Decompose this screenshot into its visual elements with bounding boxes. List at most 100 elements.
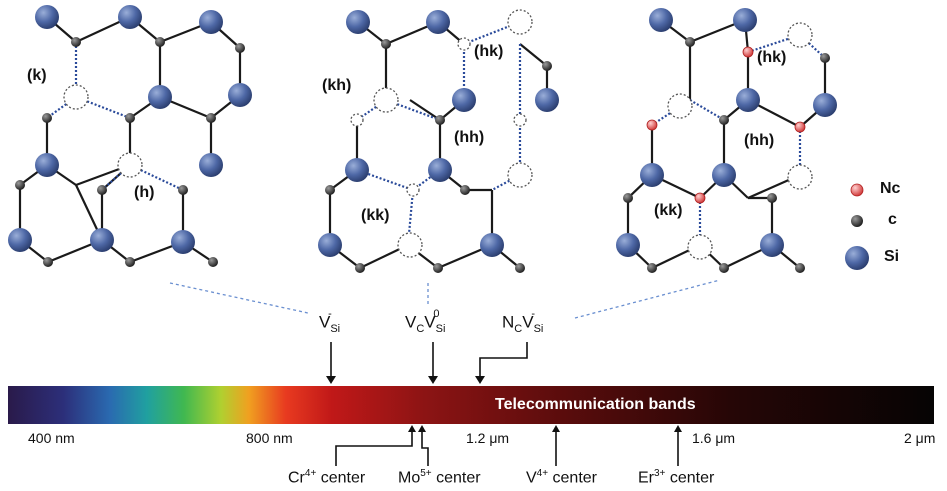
lattice-middle-bonds bbox=[328, 20, 549, 270]
lattice-right-bonds bbox=[626, 18, 827, 269]
legend-nc-swatch bbox=[850, 183, 864, 197]
c-atom bbox=[235, 43, 245, 53]
lattice-left-vacancy-bonds bbox=[46, 42, 184, 191]
c-atom bbox=[435, 115, 445, 125]
c-atom bbox=[125, 113, 135, 123]
n-atom bbox=[646, 119, 658, 131]
si-atom bbox=[35, 153, 59, 177]
c-atom bbox=[515, 263, 525, 273]
c-atom bbox=[460, 185, 470, 195]
legend-label-c: c bbox=[888, 211, 897, 228]
c-atom bbox=[542, 61, 552, 71]
legend bbox=[845, 183, 869, 270]
vacancy bbox=[117, 152, 143, 178]
tick-label: 2 μm bbox=[904, 430, 936, 446]
vacancy bbox=[406, 183, 420, 197]
si-atom bbox=[171, 230, 195, 254]
site-label: (hk) bbox=[474, 43, 504, 60]
vacancy bbox=[63, 84, 89, 110]
si-atom bbox=[148, 85, 172, 109]
vacancy bbox=[513, 113, 527, 127]
si-atom bbox=[640, 163, 664, 187]
c-atom bbox=[125, 257, 135, 267]
si-atom bbox=[345, 158, 369, 182]
si-atom bbox=[90, 228, 114, 252]
lattice-middle bbox=[318, 9, 559, 273]
si-atom bbox=[426, 10, 450, 34]
si-atom bbox=[760, 233, 784, 257]
c-atom bbox=[325, 185, 335, 195]
vacancy bbox=[507, 9, 533, 35]
si-atom bbox=[8, 228, 32, 252]
lattice-left-bonds bbox=[18, 16, 242, 264]
center-label-cr: Cr4+ center bbox=[288, 468, 366, 487]
vacancy bbox=[457, 37, 471, 51]
vacancy bbox=[397, 232, 423, 258]
si-atom bbox=[428, 158, 452, 182]
site-label: (h) bbox=[134, 184, 155, 201]
site-label: (hh) bbox=[454, 129, 485, 146]
lattice-left-atoms bbox=[8, 5, 252, 267]
tick-label: 1.2 μm bbox=[466, 430, 510, 446]
legend-si-swatch bbox=[845, 246, 869, 270]
center-label-mo: Mo5+ center bbox=[398, 468, 481, 487]
defect-label-ncvsi: NCVSi- bbox=[502, 308, 544, 336]
si-atom bbox=[813, 93, 837, 117]
lattice-right-atoms bbox=[616, 8, 837, 273]
c-atom bbox=[795, 263, 805, 273]
site-label: (kk) bbox=[654, 202, 683, 219]
si-atom bbox=[736, 88, 760, 112]
center-arrowheads bbox=[408, 425, 682, 432]
c-atom bbox=[15, 180, 25, 190]
tick-label: 400 nm bbox=[28, 430, 75, 446]
defect-label-vcvsi: VCVSi0 bbox=[405, 308, 446, 336]
c-atom bbox=[647, 263, 657, 273]
c-atom bbox=[42, 113, 52, 123]
tick-label: 1.6 μm bbox=[692, 430, 736, 446]
si-atom bbox=[318, 233, 342, 257]
c-atom bbox=[767, 193, 777, 203]
center-label-er: Er3+ center bbox=[638, 468, 715, 487]
c-atom bbox=[433, 263, 443, 273]
si-atom bbox=[712, 163, 736, 187]
c-atom bbox=[206, 113, 216, 123]
vacancy bbox=[507, 162, 533, 188]
site-label: (k) bbox=[27, 67, 47, 84]
si-atom bbox=[228, 83, 252, 107]
site-label: (hh) bbox=[744, 132, 775, 149]
si-atom bbox=[35, 5, 59, 29]
c-atom bbox=[623, 193, 633, 203]
c-atom bbox=[97, 185, 107, 195]
c-atom bbox=[43, 257, 53, 267]
n-atom bbox=[742, 46, 754, 58]
c-atom bbox=[820, 53, 830, 63]
n-atom bbox=[694, 192, 706, 204]
c-atom bbox=[178, 185, 188, 195]
site-label: (hk) bbox=[757, 49, 787, 66]
telecom-band-label: Telecommunication bands bbox=[495, 396, 696, 413]
si-atom bbox=[452, 88, 476, 112]
vacancy bbox=[350, 113, 364, 127]
si-atom bbox=[480, 233, 504, 257]
defect-label-vsi: VSi- bbox=[319, 308, 341, 336]
tick-label: 800 nm bbox=[246, 430, 293, 446]
legend-c-swatch bbox=[851, 215, 863, 227]
legend-label-nc: Nc bbox=[880, 180, 901, 197]
si-atom bbox=[118, 5, 142, 29]
n-atom bbox=[794, 121, 806, 133]
si-atom bbox=[199, 10, 223, 34]
center-label-v: V4+ center bbox=[526, 468, 597, 487]
si-atom bbox=[616, 233, 640, 257]
lattice-middle-atoms bbox=[318, 9, 559, 273]
vacancy bbox=[787, 164, 813, 190]
site-label: (kk) bbox=[361, 207, 390, 224]
lattice-right bbox=[616, 8, 837, 273]
vacancy bbox=[667, 93, 693, 119]
defect-arrowheads bbox=[326, 376, 485, 384]
si-atom bbox=[649, 8, 673, 32]
vacancy bbox=[687, 234, 713, 260]
si-atom bbox=[346, 10, 370, 34]
si-atom bbox=[733, 8, 757, 32]
spectrum-bar bbox=[8, 386, 934, 424]
